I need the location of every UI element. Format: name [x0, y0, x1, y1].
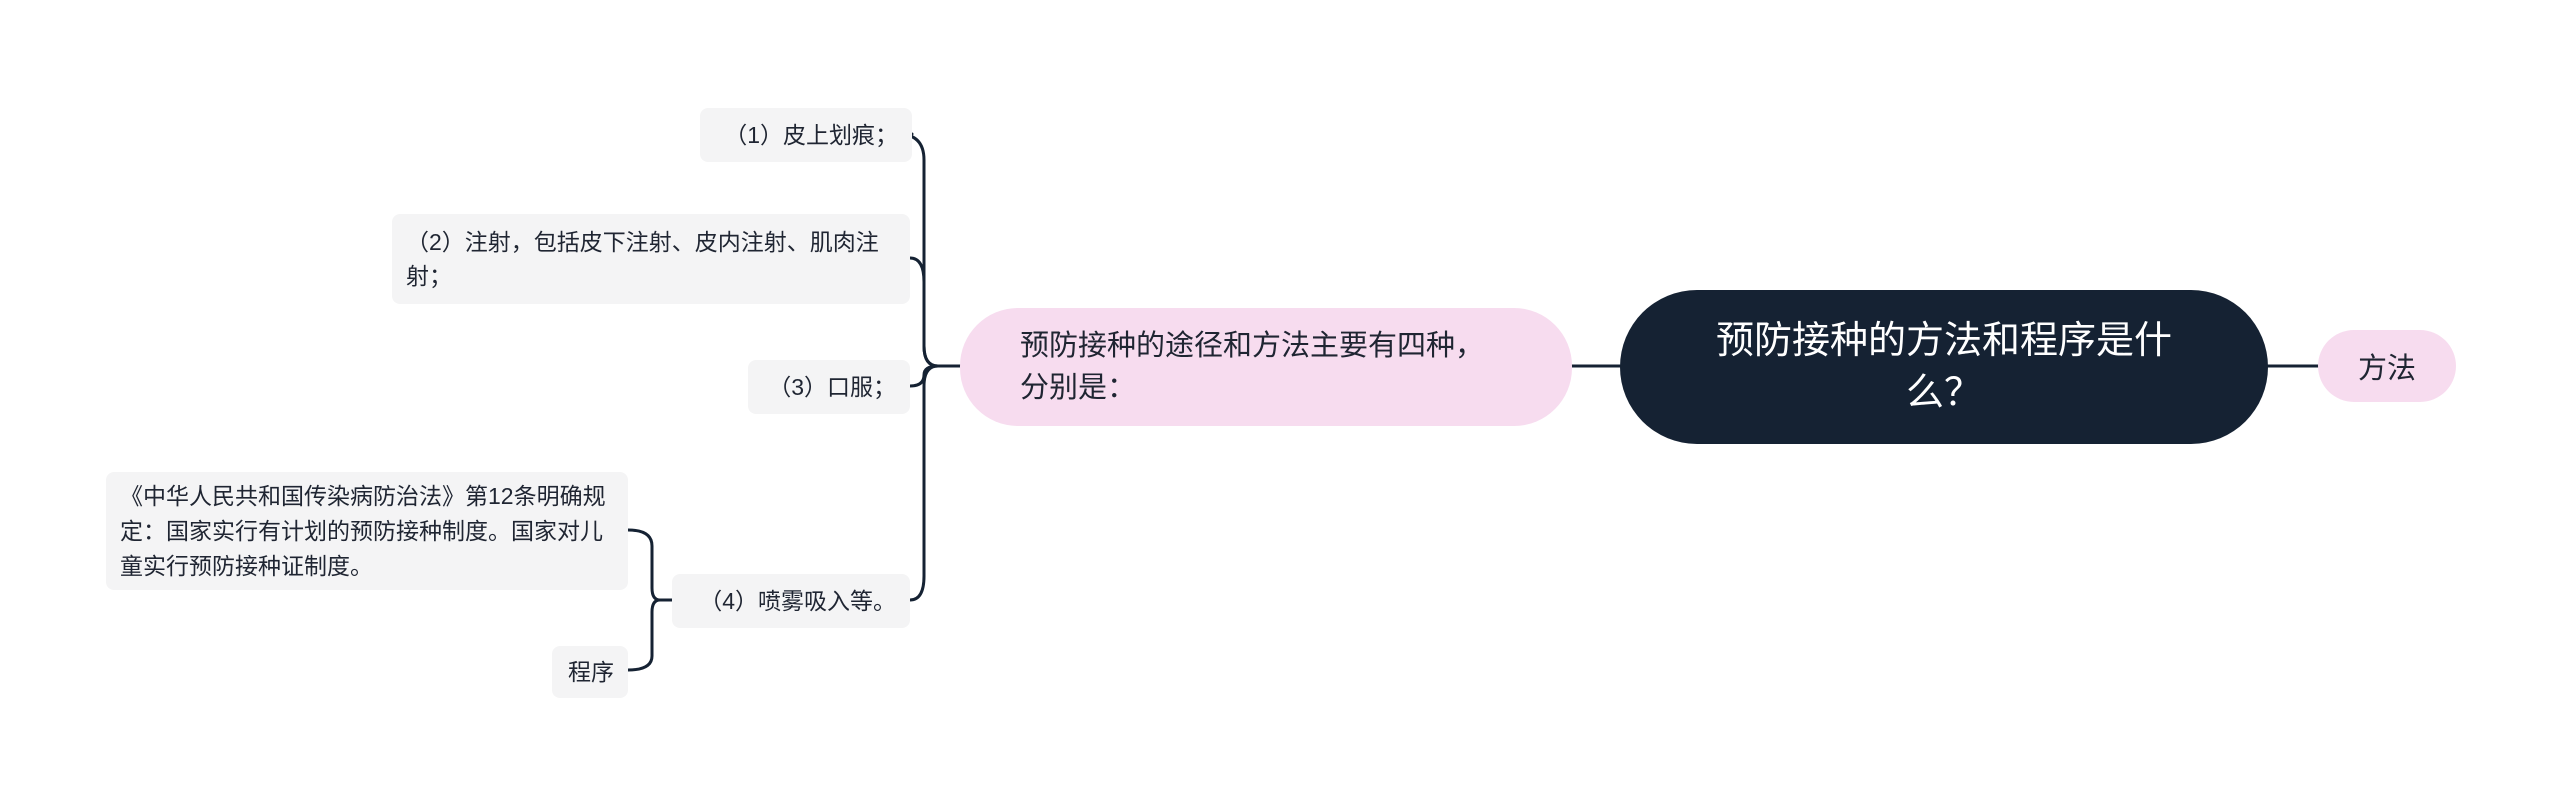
- root-topic-node[interactable]: 预防接种的方法和程序是什么？: [1620, 290, 2268, 444]
- connector-branch-to-item4: [908, 364, 940, 602]
- method-item-label: （4）喷雾吸入等。: [699, 588, 896, 614]
- method-item-oral[interactable]: （3）口服；: [748, 360, 910, 414]
- routes-and-methods-label: 预防接种的途径和方法主要有四种，分别是：: [1020, 330, 1485, 404]
- program-label: 程序: [568, 659, 614, 685]
- method-item-spray[interactable]: （4）喷雾吸入等。: [672, 574, 910, 628]
- program-node[interactable]: 程序: [552, 646, 628, 698]
- law-note-label: 《中华人民共和国传染病防治法》第12条明确规定：国家实行有计划的预防接种制度。国…: [120, 482, 606, 579]
- method-item-label: （1）皮上划痕；: [724, 122, 898, 148]
- connector-item4-to-program: [626, 598, 662, 672]
- method-item-label: （2）注射，包括皮下注射、皮内注射、肌肉注射；: [406, 229, 879, 289]
- connector-branch-to-item2: [908, 256, 940, 368]
- routes-and-methods-node[interactable]: 预防接种的途径和方法主要有四种，分别是：: [960, 308, 1572, 426]
- method-node[interactable]: 方法: [2318, 330, 2456, 402]
- method-item-injection[interactable]: （2）注射，包括皮下注射、皮内注射、肌肉注射；: [392, 214, 910, 304]
- connector-item4-to-note: [626, 528, 674, 602]
- method-label: 方法: [2357, 353, 2416, 385]
- method-item-label: （3）口服；: [768, 374, 896, 400]
- root-topic-label: 预防接种的方法和程序是什么？: [1715, 320, 2172, 414]
- law-note-node[interactable]: 《中华人民共和国传染病防治法》第12条明确规定：国家实行有计划的预防接种制度。国…: [106, 472, 628, 590]
- method-item-scarification[interactable]: （1）皮上划痕；: [700, 108, 912, 162]
